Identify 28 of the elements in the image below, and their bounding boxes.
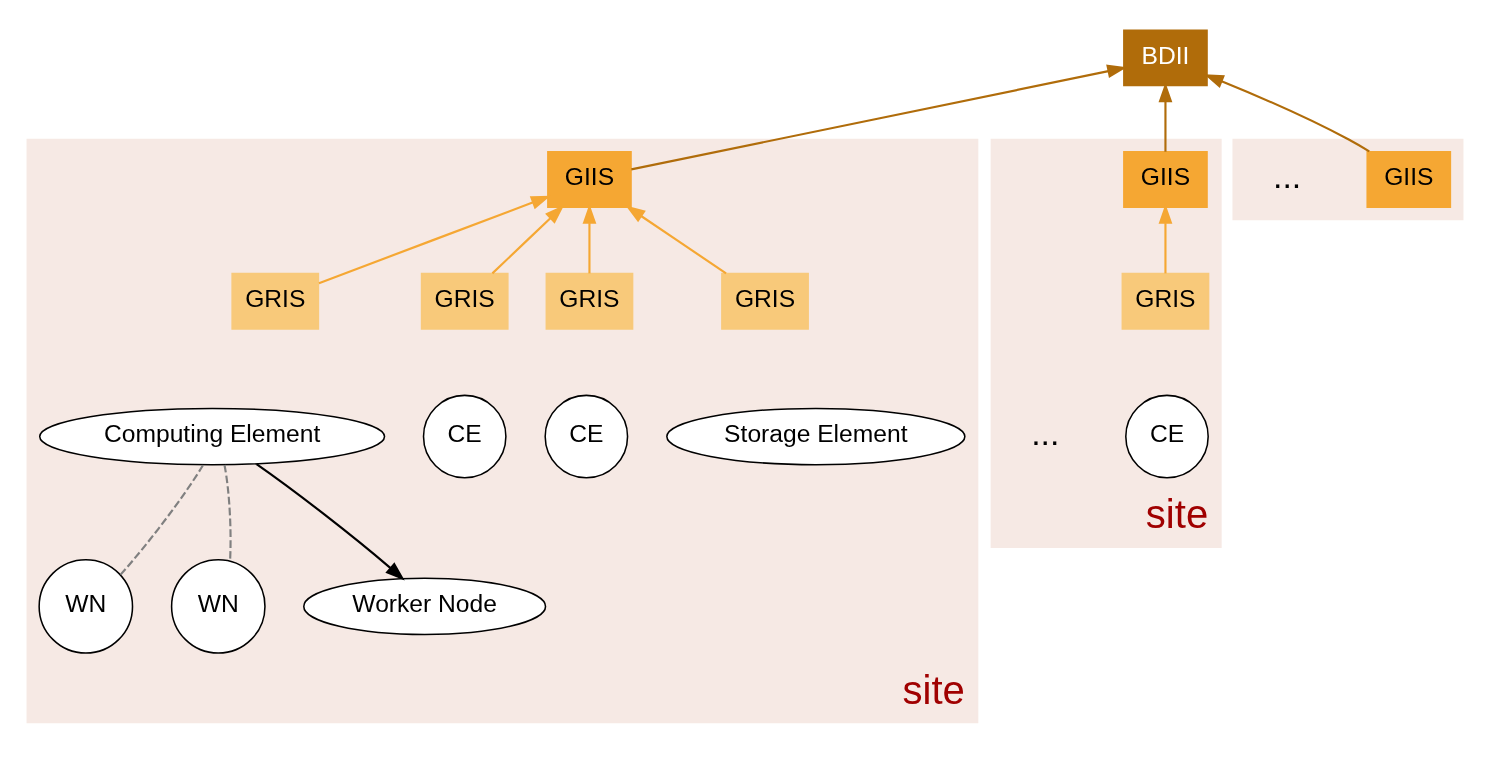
arrow xyxy=(631,64,1127,171)
arrow xyxy=(491,205,565,275)
connector xyxy=(119,464,204,576)
node-circle: WN xyxy=(38,558,134,654)
node-box: GRIS xyxy=(721,272,809,330)
node-box: GRIS xyxy=(1121,272,1210,330)
node-box: GIIS xyxy=(1123,151,1208,209)
label: ... xyxy=(1031,414,1060,453)
label: ... xyxy=(1273,157,1302,196)
arrow xyxy=(255,463,405,581)
node-box: GRIS xyxy=(420,272,509,330)
node-box: BDII xyxy=(1123,29,1208,87)
connector xyxy=(223,464,232,562)
arrow xyxy=(1204,74,1370,153)
cluster xyxy=(1232,138,1464,221)
node-circle: CE xyxy=(422,394,507,479)
arrow xyxy=(625,205,727,275)
arrow xyxy=(318,195,551,285)
node-box: GRIS xyxy=(231,272,320,330)
node-box: GRIS xyxy=(545,272,634,330)
node-box: GIIS xyxy=(1366,151,1452,209)
node-circle: WN xyxy=(170,558,266,654)
node-ellipse: Storage Element xyxy=(666,407,966,466)
node-circle: CE xyxy=(544,394,629,479)
node-ellipse: Computing Element xyxy=(38,407,386,466)
node-ellipse: Worker Node xyxy=(303,577,547,636)
node-box: GIIS xyxy=(547,151,632,209)
node-circle: CE xyxy=(1125,394,1209,479)
